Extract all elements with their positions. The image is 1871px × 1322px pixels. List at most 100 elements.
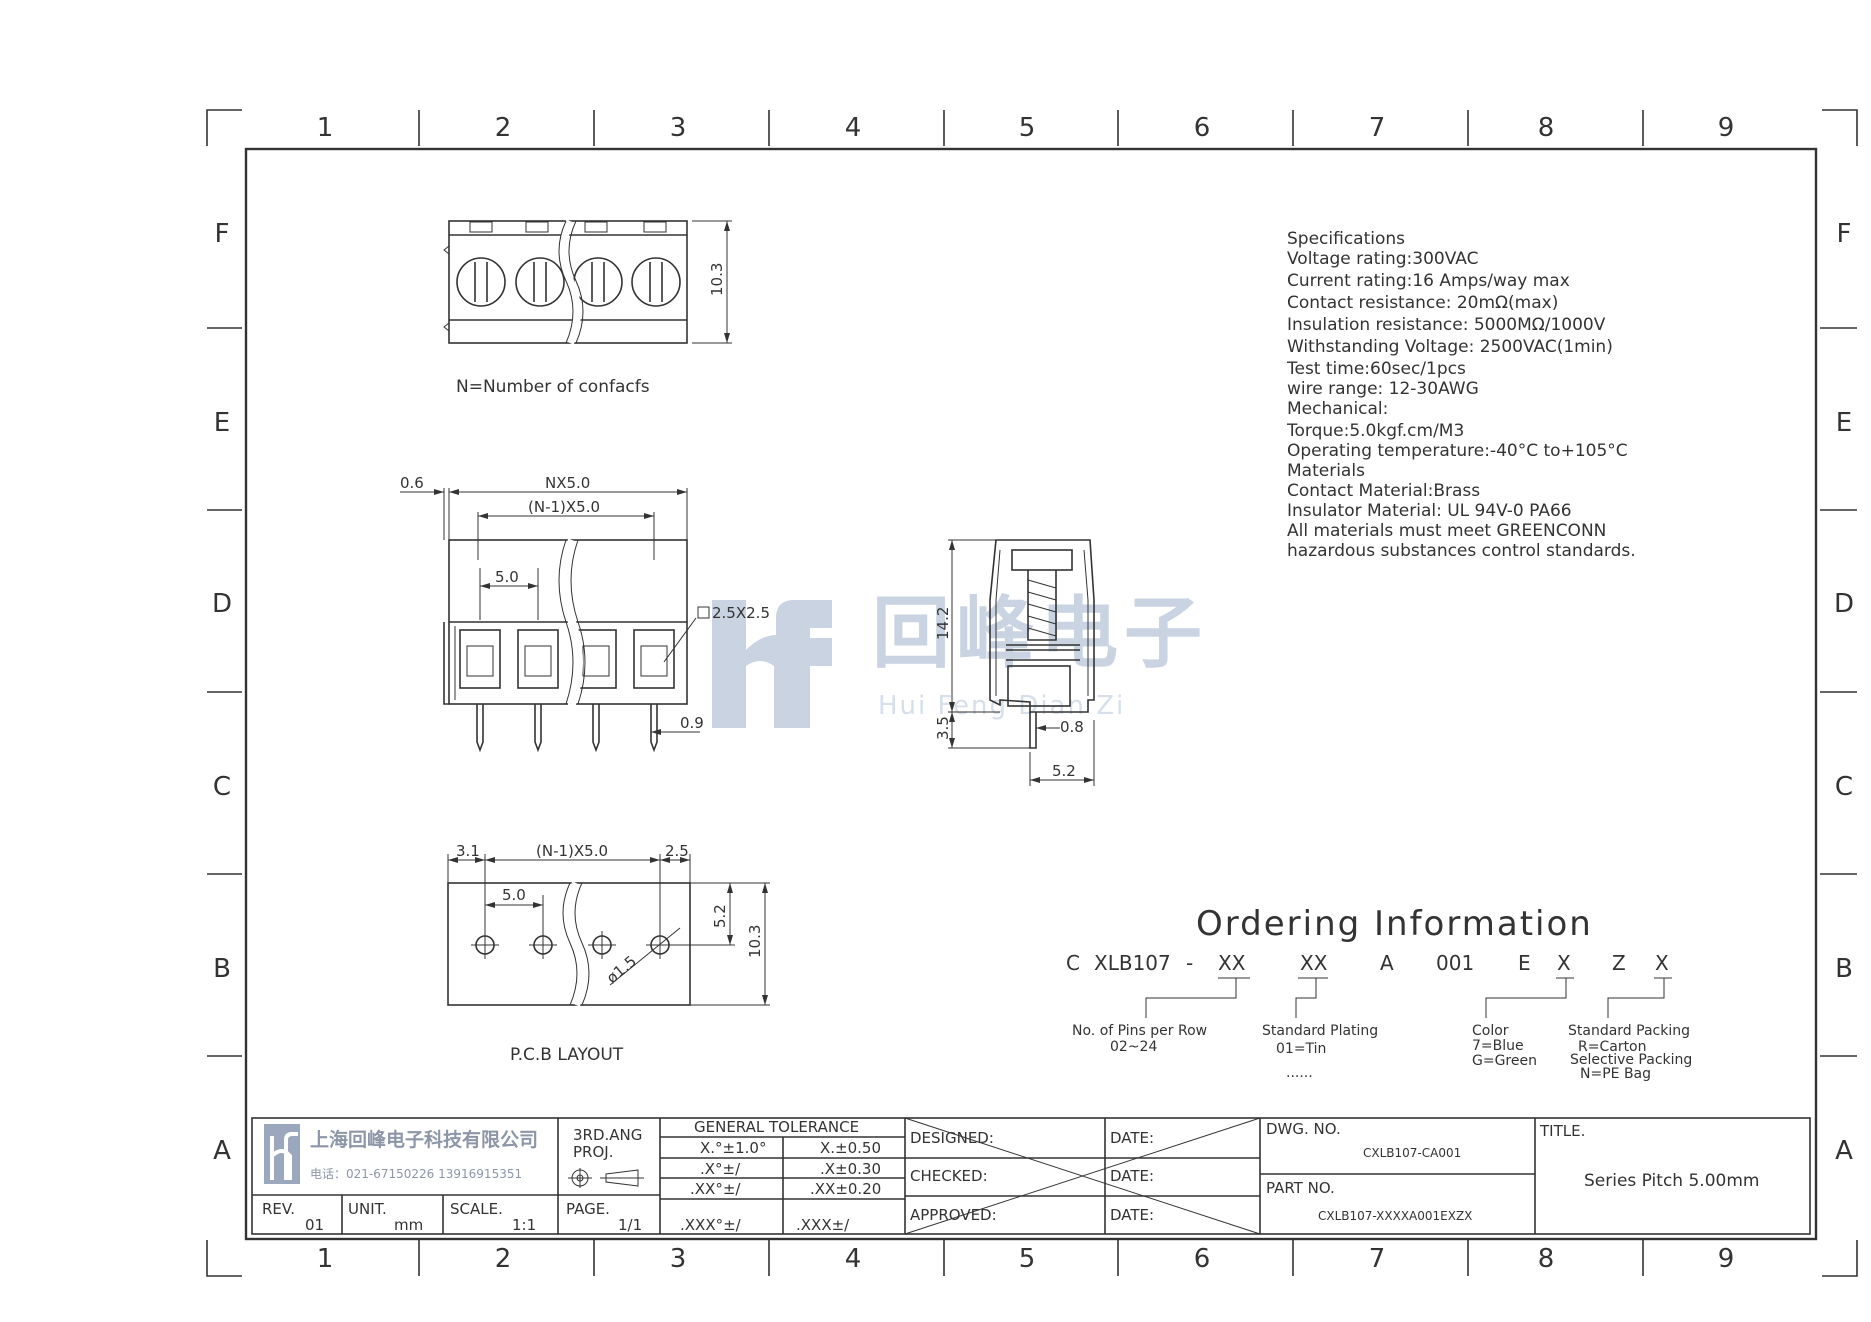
designed-label: DESIGNED: — [910, 1129, 994, 1147]
code-part: XX — [1218, 951, 1246, 975]
watermark-text: 回峰电子 — [872, 589, 1208, 679]
tolerance-title: GENERAL TOLERANCE — [694, 1118, 859, 1136]
tolerance-cell: .XXX±/ — [796, 1216, 850, 1234]
dim-pcb-height: 10.3 — [746, 925, 764, 958]
code-part: A — [1380, 951, 1394, 975]
watermark-logo — [712, 600, 832, 728]
dim-front-total: NX5.0 — [545, 474, 590, 492]
dim-front-offset: 0.6 — [400, 474, 424, 492]
top-view: 10.3 N=Number of confacfs — [443, 219, 732, 397]
projection-proj: PROJ. — [573, 1143, 613, 1161]
specifications: Specifications Voltage rating:300VAC Cur… — [1286, 229, 1636, 561]
dwg-no-value: CXLB107-CA001 — [1363, 1146, 1461, 1160]
projection-symbol — [568, 1168, 644, 1188]
row-label: C — [213, 772, 231, 802]
col-label: 4 — [845, 1244, 862, 1274]
dim-front-pin-width: 0.9 — [680, 714, 704, 732]
side-view: 14.2 3.5 0.8 5.2 — [934, 539, 1095, 786]
order-plating-value: 01=Tin — [1276, 1041, 1326, 1057]
code-part: X — [1655, 951, 1669, 975]
date-label: DATE: — [1110, 1167, 1154, 1185]
dim-side-width: 5.2 — [1052, 762, 1076, 780]
col-label: 1 — [317, 1244, 334, 1274]
spec-line: wire range: 12-30AWG — [1287, 379, 1479, 399]
spec-line: Insulator Material: UL 94V-0 PA66 — [1287, 501, 1572, 521]
row-label: D — [212, 589, 232, 619]
tolerance-cell: .XXX°±/ — [680, 1216, 742, 1234]
dim-top-height: 10.3 — [708, 263, 726, 296]
order-plating-label: Standard Plating — [1262, 1023, 1378, 1039]
column-labels-bottom: 1 2 3 4 5 6 7 8 9 — [317, 1244, 1735, 1274]
col-label: 2 — [495, 1244, 512, 1274]
col-label: 8 — [1538, 1244, 1555, 1274]
order-pins-label: No. of Pins per Row — [1072, 1023, 1207, 1039]
company-phone: 电话：021-67150226 13916915351 — [310, 1167, 522, 1181]
date-label: DATE: — [1110, 1129, 1154, 1147]
code-part: XX — [1300, 951, 1328, 975]
col-label: 1 — [317, 113, 334, 143]
col-label: 3 — [670, 113, 687, 143]
pcb-layout-view: 3.1 (N-1)X5.0 2.5 5.0 ø1.5 5.2 10.3 P.C.… — [447, 842, 770, 1065]
tolerance-cell: .XX°±/ — [690, 1180, 741, 1198]
spec-line: hazardous substances control standards. — [1287, 541, 1636, 561]
top-view-note: N=Number of confacfs — [456, 377, 650, 397]
dim-pcb-hole: ø1.5 — [603, 952, 640, 987]
order-pins-range: 02~24 — [1110, 1039, 1157, 1055]
spec-line: Materials — [1287, 461, 1365, 481]
col-label: 5 — [1019, 113, 1036, 143]
company-name: 上海回峰电子科技有限公司 — [310, 1128, 538, 1151]
wire-entries — [459, 629, 675, 689]
ordering-information: Ordering Information C XLB107 - XX XX A … — [1066, 904, 1692, 1082]
projection-label: 3RD.ANG — [573, 1126, 642, 1144]
dim-side-pin: 3.5 — [934, 716, 952, 740]
spec-line: Insulation resistance: 5000MΩ/1000V — [1287, 315, 1606, 335]
title-block: 上海回峰电子科技有限公司 电话：021-67150226 13916915351… — [251, 1117, 1811, 1235]
watermark: 回峰电子 Hui Feng Dian Zi — [712, 589, 1208, 728]
code-part: C — [1066, 951, 1080, 975]
spec-line: All materials must meet GREENCONN — [1287, 521, 1606, 541]
dim-front-pin-square: 2.5X2.5 — [712, 604, 770, 622]
pins — [476, 704, 658, 753]
dim-pcb-pitch: 5.0 — [502, 886, 526, 904]
unit-label: UNIT. — [348, 1200, 387, 1218]
dim-front-n1: (N-1)X5.0 — [528, 498, 600, 516]
dim-side-height: 14.2 — [934, 607, 952, 640]
rev-value: 01 — [305, 1216, 324, 1234]
spec-line: Contact Material:Brass — [1287, 481, 1480, 501]
dim-pcb-n1: (N-1)X5.0 — [536, 842, 608, 860]
row-label: E — [1836, 408, 1852, 438]
tolerance-cell: .X°±/ — [700, 1160, 741, 1178]
spec-line: Test time:60sec/1pcs — [1286, 359, 1466, 379]
order-color-label: Color — [1472, 1023, 1509, 1039]
code-part: X — [1557, 951, 1571, 975]
order-packing-3: N=PE Bag — [1580, 1066, 1651, 1082]
tolerance-cell: X.±0.50 — [820, 1139, 881, 1157]
order-packing-2: Selective Packing — [1570, 1052, 1692, 1068]
order-packing-label: Standard Packing — [1568, 1023, 1690, 1039]
scale-label: SCALE. — [450, 1200, 503, 1218]
scale-value: 1:1 — [512, 1216, 536, 1234]
code-part: - — [1186, 951, 1193, 975]
row-labels-left: F E D C B A — [212, 219, 232, 1166]
col-label: 7 — [1369, 113, 1386, 143]
pcb-layout-label: P.C.B LAYOUT — [510, 1045, 624, 1065]
column-labels-top: 1 2 3 4 5 6 7 8 9 — [317, 113, 1735, 143]
tolerance-table: X.°±1.0° X.±0.50 .X°±/ .X±0.30 .XX°±/ .X… — [680, 1139, 881, 1234]
row-label: A — [1835, 1136, 1853, 1166]
col-label: 9 — [1718, 113, 1735, 143]
row-label: F — [1837, 219, 1852, 249]
code-part: XLB107 — [1094, 951, 1171, 975]
spec-line: Operating temperature:-40°C to+105°C — [1287, 441, 1628, 461]
spec-line: Voltage rating:300VAC — [1287, 249, 1478, 269]
spec-line: Withstanding Voltage: 2500VAC(1min) — [1287, 337, 1613, 357]
row-label: B — [1835, 954, 1853, 984]
col-label: 7 — [1369, 1244, 1386, 1274]
order-packing-1: R=Carton — [1578, 1039, 1647, 1055]
checked-label: CHECKED: — [910, 1167, 988, 1185]
frame — [206, 109, 1858, 1277]
col-label: 8 — [1538, 113, 1555, 143]
row-label: C — [1835, 772, 1853, 802]
tolerance-cell: .XX±0.20 — [810, 1180, 881, 1198]
row-label: D — [1834, 589, 1854, 619]
